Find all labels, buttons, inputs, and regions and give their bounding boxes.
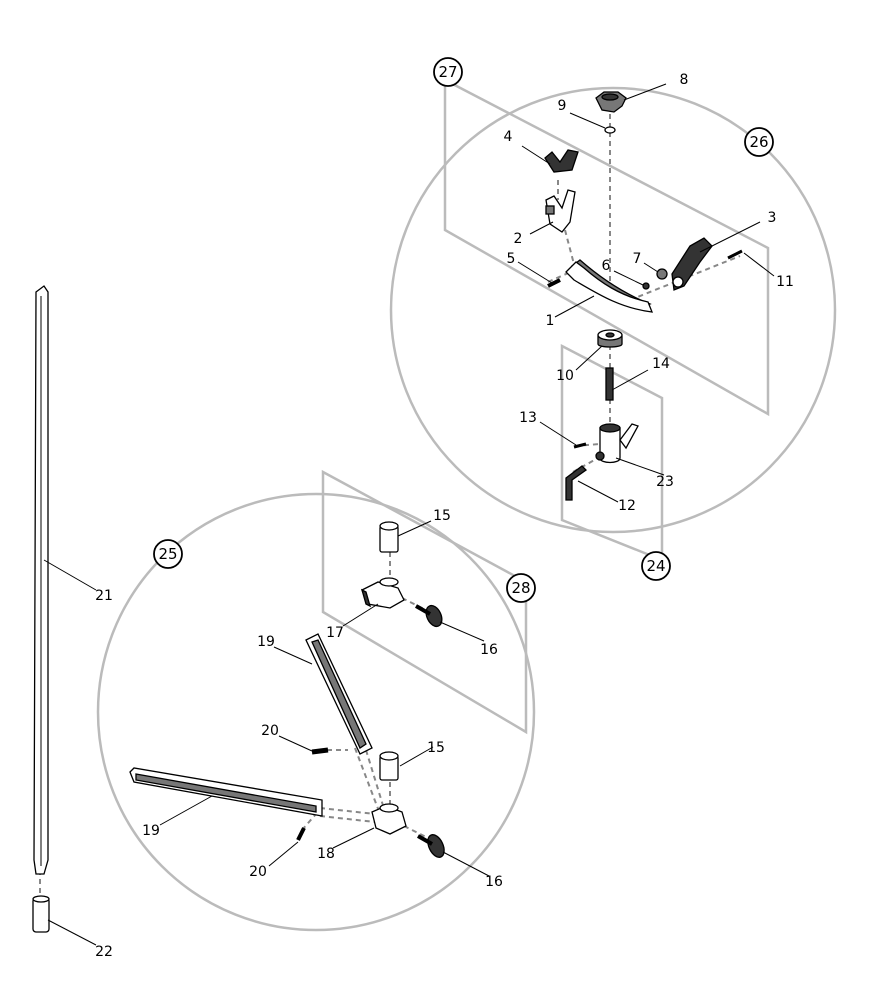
callout-24: 24 [641, 551, 671, 581]
nut-part-6 [642, 282, 650, 290]
rod-part-21 [33, 285, 49, 875]
label-part-17: 17 [326, 625, 344, 641]
part-labels: 1 2 3 4 5 6 7 8 9 10 11 12 13 14 15 15 1… [95, 72, 794, 960]
label-part-9: 9 [558, 98, 567, 114]
curved-bar-part-1 [565, 259, 654, 313]
label-part-16-upper: 16 [480, 642, 498, 658]
callout-25: 25 [153, 539, 183, 569]
thumb-screw-part-16-lower [417, 834, 445, 858]
thumb-screw-part-16-upper [415, 604, 443, 628]
label-part-12: 12 [618, 498, 636, 514]
assembly-circle-26 [389, 86, 837, 534]
label-part-10: 10 [556, 368, 574, 384]
label-part-7: 7 [633, 251, 642, 267]
nut-part-7 [656, 268, 668, 280]
callout-26: 26 [744, 127, 774, 157]
clamp-block-part-18 [371, 803, 407, 835]
label-part-6: 6 [602, 258, 611, 274]
label-part-15-upper: 15 [433, 508, 451, 524]
callout-26-label: 26 [749, 133, 768, 151]
handle-part-3 [671, 237, 713, 291]
assembly-circle-25 [96, 492, 536, 932]
label-part-15-lower: 15 [427, 740, 445, 756]
clamp-part-4 [544, 149, 579, 173]
arm-part-19-upper [305, 633, 373, 755]
collar-part-10 [597, 329, 623, 348]
pin-part-11 [727, 249, 743, 260]
lever-part-12 [565, 465, 588, 501]
sleeve-part-15-upper [379, 521, 399, 553]
label-part-16-lower: 16 [485, 874, 503, 890]
clamp-block-part-17 [360, 577, 405, 609]
arm-part-19-lower [129, 767, 323, 817]
label-part-21: 21 [95, 588, 113, 604]
callout-28-label: 28 [511, 579, 530, 597]
knob-part-8 [595, 91, 627, 113]
pin-part-20-upper [311, 747, 329, 755]
label-part-4: 4 [504, 129, 513, 145]
label-part-20-lower: 20 [249, 864, 267, 880]
label-part-2: 2 [514, 231, 523, 247]
leader-lines [43, 83, 775, 946]
socket-part-23 [595, 423, 639, 464]
pin-part-5 [547, 278, 561, 288]
threaded-rod-part-14 [605, 367, 614, 401]
plane-outline-27 [443, 77, 770, 417]
label-part-5: 5 [507, 251, 516, 267]
callout-27: 27 [433, 57, 463, 87]
label-part-1: 1 [546, 313, 555, 329]
label-part-20-upper: 20 [261, 723, 279, 739]
label-part-18: 18 [317, 846, 335, 862]
callout-27-label: 27 [438, 63, 457, 81]
clamp-part-2 [545, 189, 576, 233]
callout-25-label: 25 [158, 545, 177, 563]
sleeve-part-15-lower [379, 751, 399, 781]
label-part-23: 23 [656, 474, 674, 490]
label-part-8: 8 [680, 72, 689, 88]
washer-part-9 [604, 126, 616, 134]
callout-28: 28 [506, 573, 536, 603]
label-part-14: 14 [652, 356, 670, 372]
pin-part-20-lower [296, 827, 306, 841]
label-part-13: 13 [519, 410, 537, 426]
label-part-3: 3 [768, 210, 777, 226]
label-part-19-upper: 19 [257, 634, 275, 650]
pin-part-22 [32, 895, 50, 933]
label-part-11: 11 [776, 274, 794, 290]
pin-part-13 [573, 442, 587, 449]
callout-24-label: 24 [646, 557, 665, 575]
label-part-22: 22 [95, 944, 113, 960]
label-part-19-lower: 19 [142, 823, 160, 839]
plane-outline-28 [321, 469, 528, 735]
